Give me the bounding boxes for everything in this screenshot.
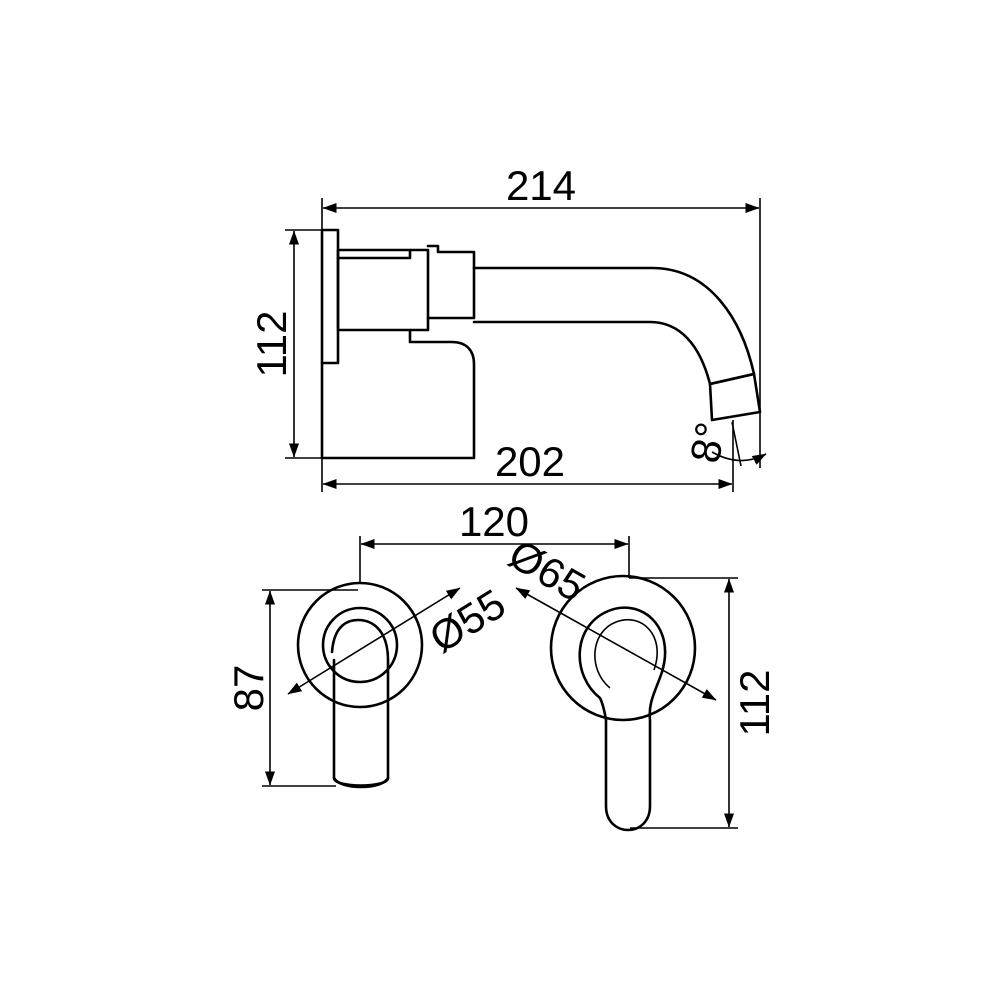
- label-diameter-55: Ø55: [421, 580, 513, 662]
- spout-body: [472, 266, 756, 386]
- back-plate: [320, 328, 476, 460]
- diameter-line-55: [287, 587, 461, 695]
- label-112-side: 112: [248, 311, 295, 378]
- spout-tip: [708, 372, 762, 422]
- label-87: 87: [225, 665, 272, 712]
- label-120: 120: [459, 498, 529, 545]
- wall-flange: [320, 228, 340, 365]
- label-202: 202: [495, 438, 565, 485]
- body-step: [336, 248, 412, 260]
- angle-arc: [711, 451, 767, 465]
- label-214: 214: [506, 162, 576, 209]
- spout-plate-outer: [296, 581, 424, 709]
- mounting-body: [336, 248, 430, 332]
- side-dimensions: 214 202 112 8°: [248, 162, 767, 492]
- label-8-degrees: 8°: [681, 419, 734, 467]
- handle-inner-outline: [594, 619, 658, 689]
- front-dimensions: 120 Ø55 Ø65 87 112: [225, 498, 778, 829]
- diameter-line-65: [515, 587, 717, 701]
- label-112-front: 112: [731, 670, 778, 737]
- spout-connector: [426, 244, 476, 320]
- spout-outlet: [332, 776, 390, 789]
